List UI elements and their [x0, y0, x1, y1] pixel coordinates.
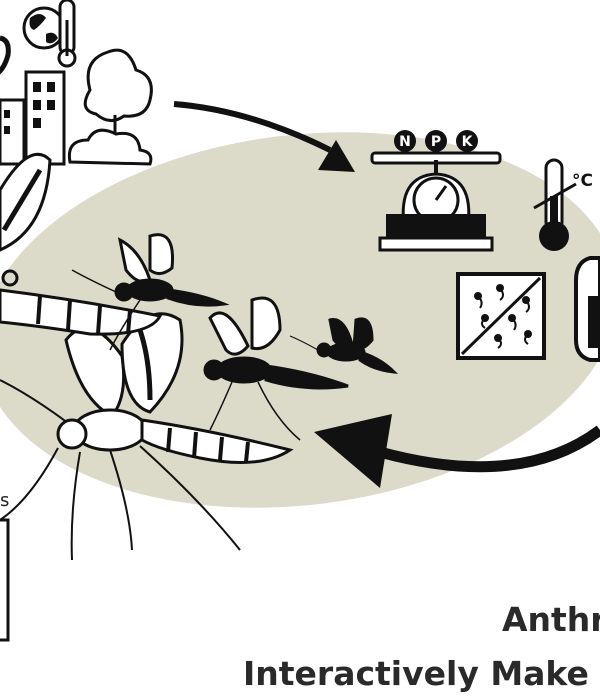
- npk-label-p: P: [431, 134, 441, 150]
- npk-label-k: K: [462, 134, 474, 150]
- side-panel-fragment: [0, 518, 10, 642]
- mosquito-striped: [0, 269, 163, 336]
- leaf-icon: [0, 152, 52, 252]
- mosquito-anopheles-1: [71, 233, 230, 351]
- mosquito-anopheles-2: [203, 296, 349, 441]
- arrow-to-mosquitoes: [314, 414, 600, 488]
- mosquito-large: [0, 312, 294, 561]
- npk-scale-icon: N P K: [370, 130, 502, 252]
- left-edge-text-fragment: s: [0, 490, 10, 511]
- urban-environment-icon: [0, 35, 153, 166]
- thermometer-icon: °C: [533, 158, 593, 251]
- globe-warming-icon: [22, 0, 77, 68]
- microbes-box-icon: [456, 272, 546, 360]
- figure-title-line-2: Interactively Make: [243, 654, 589, 693]
- temperature-unit-label: °C: [572, 171, 593, 191]
- npk-label-n: N: [399, 134, 411, 150]
- mosquito-anopheles-3: [289, 317, 399, 374]
- arrow-to-nutrients: [173, 101, 355, 172]
- sample-jar-icon: [574, 256, 600, 362]
- figure-title-line-1: Anthr: [502, 600, 600, 639]
